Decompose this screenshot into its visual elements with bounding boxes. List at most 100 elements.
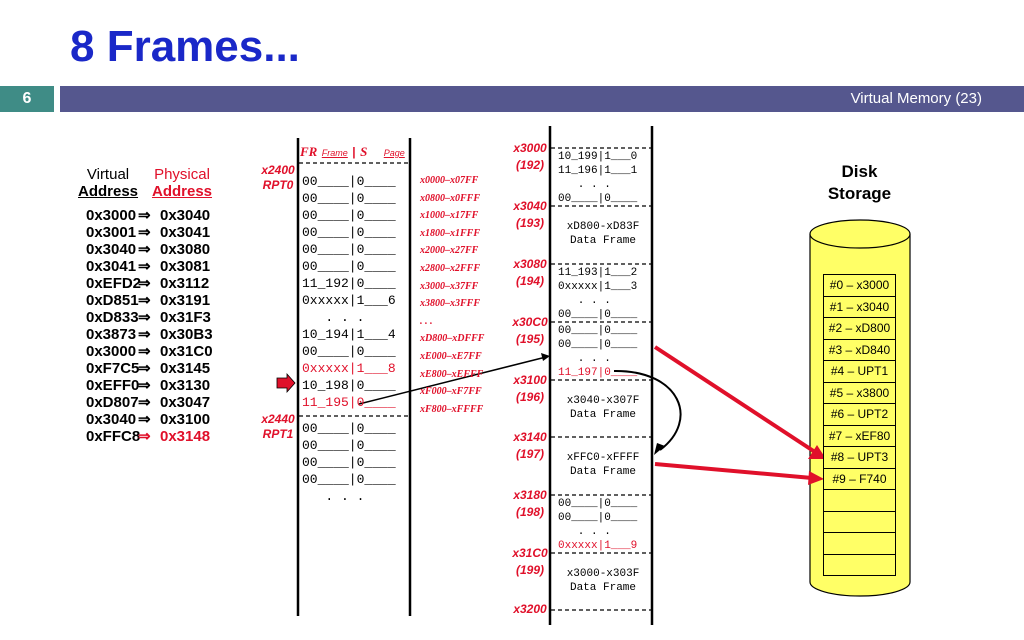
physical-address: 0x3130 [160, 377, 211, 394]
frame-line: 00____|0____ [558, 309, 638, 321]
memory-address-label: x3000(192) [506, 140, 554, 174]
page-range: x0000–x07FF [420, 175, 479, 186]
physical-address: 0x3145 [160, 360, 211, 377]
disk-slot-row: #0 – x3000 [823, 274, 896, 297]
virtual-address-header: Virtual Address [78, 166, 138, 200]
page-range: xF000–xF7FF [420, 386, 482, 398]
page-table-entry: 00____|0____ [302, 472, 396, 487]
page-table-entry: 00____|0____ [302, 259, 396, 274]
memory-address: x31C0 [512, 546, 548, 560]
arrow-icon: ⇒ [138, 309, 151, 326]
frame-line: . . . [558, 526, 611, 538]
arrow-icon: ⇒ [138, 292, 151, 309]
frame-line: x3040-x307F [566, 395, 640, 407]
physical-address: 0x3041 [160, 224, 211, 241]
physical-address: 0x3040 [160, 207, 211, 224]
virtual-address: 0x3040 [86, 411, 137, 428]
page-range: x1800–x1FFF [420, 227, 481, 239]
arrow-icon: ⇒ [138, 207, 151, 224]
rpt1-name: RPT1 [262, 427, 294, 441]
arrow-icon: ⇒ [138, 326, 151, 343]
frame-line: 11_197|0____ [558, 367, 638, 379]
frame-line: x3000-x303F [566, 568, 640, 580]
frame-line: 0xxxxx|1___9 [558, 540, 638, 552]
frame-line: 00____|0____ [558, 339, 638, 351]
page-table-entry: 10_194|1___4 [302, 327, 396, 342]
page-table-entry: 0xxxxx|1___8 [302, 361, 396, 376]
page-range: xE000–xE7FF [420, 350, 482, 362]
page-range: x1000–x17FF [420, 210, 479, 222]
physical-address: 0x3191 [160, 292, 211, 309]
memory-frame: 00____|0____00____|0____ . . .11_197|0__… [558, 324, 648, 380]
frame-line: 00____|0____ [558, 512, 638, 524]
disk-slot: #9 – F740 [823, 467, 896, 490]
mapping-row: 0xD833⇒ 0x31F3 [86, 309, 213, 326]
frame-number: (194) [515, 274, 544, 288]
memory-address: x3100 [513, 373, 547, 387]
disk-slot [823, 510, 896, 533]
mapping-row: 0x3000⇒0x3040 [86, 207, 213, 224]
memory-address-label: x3180(198) [506, 487, 554, 521]
frame-line: 00____|0____ [558, 498, 638, 510]
disk-slot-row: #2 – xD800 [823, 317, 896, 340]
page-table-entry: 00____|0____ [302, 421, 396, 436]
virtual-address: 0xD833 [86, 309, 139, 326]
page-table-entry: 00____|0____ [302, 208, 396, 223]
page-range: xD800–xDFFF [420, 333, 485, 345]
arrow-icon: ⇒ [138, 275, 151, 292]
rpt0-name: RPT0 [262, 178, 294, 192]
disk-slot: #6 – UPT2 [823, 403, 896, 426]
disk-slot: #0 – x3000 [823, 274, 896, 297]
mapping-row: 0xD851⇒0x3191 [86, 292, 213, 309]
physical-address: 0x30B3 [160, 326, 213, 343]
memory-address-label: x3080(194) [506, 256, 554, 290]
virtual-address: 0xD807 [86, 394, 139, 411]
disk-slot: #4 – UPT1 [823, 360, 896, 383]
disk-slot-row [823, 532, 896, 555]
page-table-header: FR Frame | S Page [300, 143, 412, 161]
virtual-address: 0xF7C5 [86, 360, 140, 377]
memory-frame: x3040-x307F Data Frame [558, 394, 648, 422]
disk-slot-row: #1 – x3040 [823, 295, 896, 318]
frame-number: (196) [515, 390, 544, 404]
page-range: x3000–x37FF [420, 280, 479, 292]
rpt0-address: x2400 [261, 163, 295, 177]
virtual-address: 0xFFC8 [86, 428, 141, 445]
physical-address: 0x3080 [160, 241, 211, 258]
mapping-row: 0x3873⇒0x30B3 [86, 326, 213, 343]
virtual-address: 0xEFF0 [86, 377, 140, 394]
physical-address: 0x3047 [160, 394, 211, 411]
section-title: Virtual Memory (23) [850, 90, 982, 107]
memory-address-label: x3100 (196) [506, 372, 554, 406]
mapping-row: 0xF7C5⇒0x3145 [86, 360, 213, 377]
disk-label-line1: Disk [841, 162, 878, 181]
arrow-icon: ⇒ [138, 394, 151, 411]
frame-line: 00____|0____ [558, 325, 638, 337]
page-table-entry: 00____|0____ [302, 191, 396, 206]
disk-slot-row: #9 – F740 [823, 467, 896, 490]
disk-slot [823, 532, 896, 555]
frame-number: (199) [515, 563, 544, 577]
page-table-entry: 0xxxxx|1___6 [302, 293, 396, 308]
arrow-icon: ⇒ [138, 428, 151, 445]
physical-address: 0x31F3 [160, 309, 211, 326]
page-table-entry: 11_195|0____ [302, 395, 396, 410]
frame-line: xD800-xD83F [566, 221, 640, 233]
frame-line: 10_199|1___0 [558, 151, 638, 163]
virtual-address: 0x3000 [86, 343, 137, 360]
frame-line: Data Frame [569, 409, 636, 421]
physical-address: 0x3148 [160, 428, 211, 445]
page-header-small: Page [383, 148, 405, 158]
arrow-icon: ⇒ [138, 224, 151, 241]
physical-address-header: Physical Address [150, 166, 214, 200]
virtual-address: 0x3041 [86, 258, 137, 275]
virtual-address: 0x3040 [86, 241, 137, 258]
page-table-entry: 00____|0____ [302, 174, 396, 189]
page-range: x2800–x2FFF [420, 262, 481, 274]
frame-line: 11_193|1___2 [558, 267, 638, 279]
